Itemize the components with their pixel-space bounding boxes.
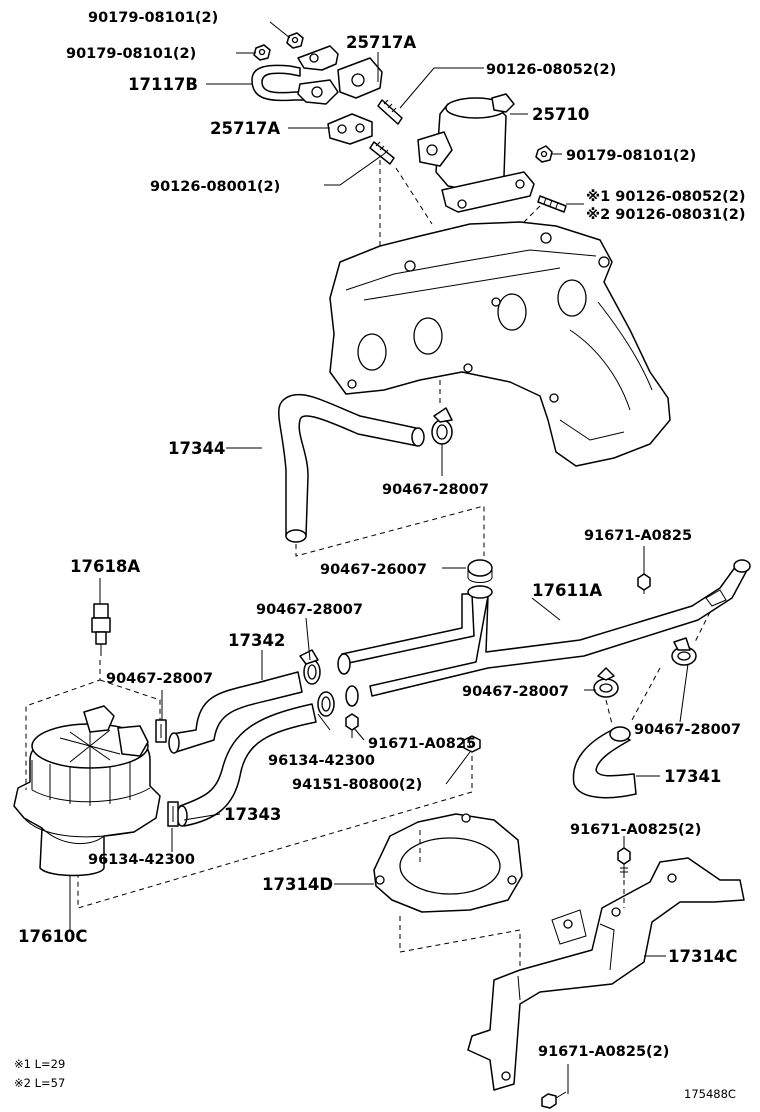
valve-25710 — [417, 93, 535, 213]
exhaust-manifold — [329, 221, 671, 467]
label-25717A-lower: 25717A — [210, 119, 280, 138]
pipe-17117B — [251, 64, 305, 102]
label-17341: 17341 — [664, 767, 721, 786]
nut-90179-top-left — [253, 44, 271, 61]
label-90179-08101-top: 90179-08101(2) — [88, 10, 218, 26]
label-96134-42300-b: 96134-42300 — [88, 852, 195, 868]
label-91671-A0825-bracket-bottom: 91671-A0825(2) — [538, 1044, 669, 1060]
leader-lines — [69, 21, 689, 1094]
label-17618A: 17618A — [70, 557, 140, 576]
bolt-91671-A0825-mid — [345, 713, 359, 738]
nut-90179-top-right — [286, 32, 304, 49]
label-91671-A0825-bracket-top: 91671-A0825(2) — [570, 822, 701, 838]
label-90179-08101-left: 90179-08101(2) — [66, 46, 196, 62]
clamp-90467-28007-top — [431, 407, 453, 445]
nut-94151-80800 — [463, 735, 481, 753]
label-90126-08031-note: ※2 90126-08031(2) — [586, 207, 746, 223]
note-2: ※2 L=57 — [14, 1076, 65, 1090]
label-94151-80800: 94151-80800(2) — [292, 777, 422, 793]
bracket-17314D — [373, 813, 523, 913]
pipe-17611A — [337, 559, 751, 707]
footnotes: ※1 L=29 ※2 L=57 175488C — [14, 1057, 736, 1101]
label-17344: 17344 — [168, 439, 225, 458]
clamp-90467-28007-17343 — [317, 691, 335, 717]
bolt-91671-A0825-bracket-top — [617, 847, 631, 878]
figure-code: 175488C — [684, 1087, 736, 1101]
clamp-90467-28007-right-a — [593, 667, 619, 698]
hose-17341 — [572, 726, 637, 799]
label-90467-28007-right-a: 90467-28007 — [462, 684, 569, 700]
label-90467-28007-right-b: 90467-28007 — [634, 722, 741, 738]
label-90126-08052: 90126-08052(2) — [486, 62, 616, 78]
label-25717A-upper: 25717A — [346, 33, 416, 52]
hose-17344 — [278, 393, 425, 543]
clamp-90467-26007 — [467, 559, 493, 583]
label-90126-08052-note: ※1 90126-08052(2) — [586, 189, 746, 205]
label-90467-26007: 90467-26007 — [320, 562, 427, 578]
clip-96134-42300-a — [155, 719, 167, 743]
label-90467-28007-upper: 90467-28007 — [256, 602, 363, 618]
nut-90179-right — [535, 145, 553, 163]
label-90126-08001: 90126-08001(2) — [150, 179, 280, 195]
air-pump-17610C — [13, 705, 161, 877]
label-17611A: 17611A — [532, 581, 602, 600]
label-17117B: 17117B — [128, 75, 198, 94]
clamp-90467-28007-right-b — [671, 637, 697, 666]
label-17314C: 17314C — [668, 947, 738, 966]
label-91671-A0825-top: 91671-A0825 — [584, 528, 692, 544]
label-17314D: 17314D — [262, 875, 333, 894]
label-17343: 17343 — [224, 805, 281, 824]
assembly-lines — [25, 160, 711, 970]
bolt-91671-A0825-bracket-bottom — [541, 1091, 567, 1109]
note-1: ※1 L=29 — [14, 1057, 65, 1071]
bracket-17314C — [467, 857, 745, 1091]
clamp-90467-28007-17342 — [299, 649, 321, 685]
label-25710: 25710 — [532, 105, 589, 124]
callouts: 90179-08101(2) 90179-08101(2) 25717A 171… — [18, 10, 746, 1060]
label-90179-08101-right: 90179-08101(2) — [566, 148, 696, 164]
stud-90126-right — [537, 195, 567, 213]
label-90467-28007-top: 90467-28007 — [382, 482, 489, 498]
label-91671-A0825-mid: 91671-A0825 — [368, 736, 476, 752]
label-96134-42300-a: 96134-42300 — [268, 753, 375, 769]
label-17610C: 17610C — [18, 927, 88, 946]
hose-17342 — [168, 671, 303, 754]
bolt-91671-A0825-top — [637, 573, 651, 594]
clip-96134-42300-b — [167, 801, 179, 827]
gasket-25717A-lower — [327, 113, 373, 145]
label-17342: 17342 — [228, 631, 285, 650]
label-90467-28007-left: 90467-28007 — [106, 671, 213, 687]
stud-90126-08052-top — [377, 99, 403, 125]
stud-90126-08001 — [369, 141, 395, 165]
hose-17343 — [176, 703, 317, 827]
gasket-25717A-upper — [297, 45, 383, 105]
sensor-17618A — [91, 603, 111, 656]
